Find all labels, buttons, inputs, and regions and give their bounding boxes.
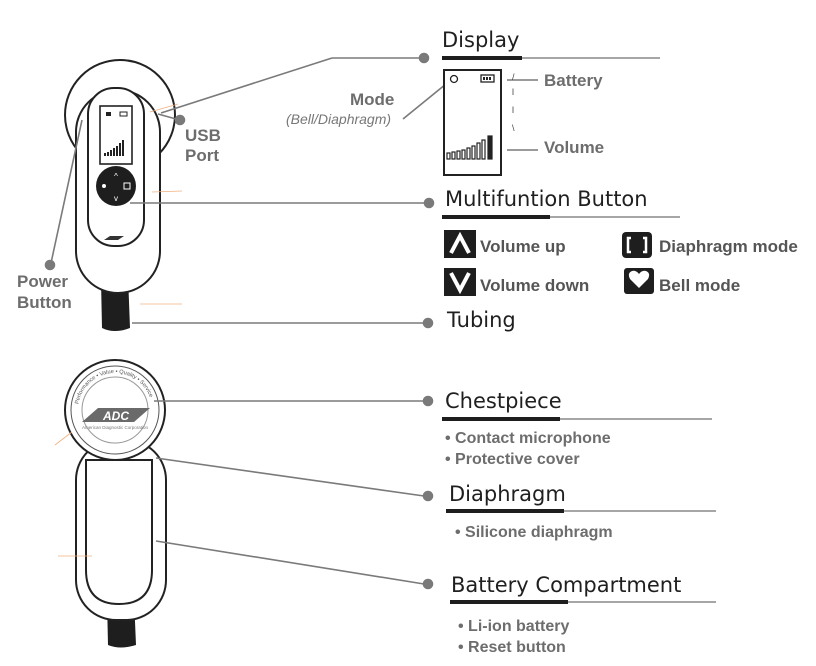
- svg-text:\: \: [512, 123, 515, 133]
- list-item: Li-ion battery: [458, 616, 569, 637]
- battery-compartment-cover: [85, 459, 153, 606]
- multifunction-button[interactable]: [96, 166, 136, 206]
- list-item: Protective cover: [445, 449, 611, 470]
- list-item: Reset button: [458, 637, 569, 658]
- volume-bars-icon: [446, 135, 493, 160]
- svg-text:v: v: [114, 194, 118, 203]
- callout-battery: Battery: [544, 71, 603, 90]
- callout-button: Button: [17, 293, 72, 312]
- legend-volume-up: Volume up: [480, 237, 566, 256]
- mode-indicator-icon: [449, 74, 459, 84]
- callout-port: Port: [185, 146, 219, 165]
- legend-volume-down: Volume down: [480, 276, 590, 295]
- leader-lines: [44, 52, 538, 590]
- callout-volume: Volume: [544, 138, 605, 157]
- legend-bell-mode: Bell mode: [659, 276, 741, 295]
- stethoscope-front-view: ^ v: [64, 59, 176, 331]
- heading-diaphragm: Diaphragm: [449, 482, 566, 506]
- diaphragm-list: Silicone diaphragm: [455, 522, 613, 543]
- heading-battery-compartment: Battery Compartment: [451, 573, 682, 597]
- callout-usb: USB: [185, 126, 221, 145]
- svg-text:^: ^: [114, 172, 118, 181]
- svg-text:l: l: [512, 87, 514, 97]
- callout-power: Power: [17, 272, 69, 291]
- heading-multifunction: Multifuntion Button: [445, 187, 648, 211]
- battery-icon: [480, 74, 495, 83]
- heading-underlines: [442, 56, 716, 604]
- callout-mode: Mode: [350, 90, 395, 109]
- list-item: Silicone diaphragm: [455, 522, 613, 543]
- svg-text:ADC: ADC: [102, 409, 129, 423]
- svg-text:American Diagnostic Corporatio: American Diagnostic Corporation: [82, 425, 149, 430]
- svg-text:/: /: [512, 72, 515, 82]
- stethoscope-back-view: ADC Performance • Value • Quality • Serv…: [64, 359, 167, 648]
- list-item: Contact microphone: [445, 428, 611, 449]
- legend-diaphragm-mode: Diaphragm mode: [659, 237, 798, 256]
- diaphragm-mode-icon: [622, 232, 652, 258]
- heading-tubing: Tubing: [447, 308, 516, 332]
- chestpiece-list: Contact microphone Protective cover: [445, 428, 611, 470]
- battery-list: Li-ion battery Reset button: [458, 616, 569, 658]
- adc-logo-small: [104, 236, 124, 240]
- svg-text:l: l: [512, 105, 514, 115]
- display-panel: / ll \: [443, 69, 515, 176]
- callout-mode-sub: (Bell/Diaphragm): [286, 111, 392, 127]
- legend-icons: [444, 230, 654, 296]
- heading-display: Display: [442, 28, 520, 52]
- adc-logo: [82, 408, 150, 422]
- heading-chestpiece: Chestpiece: [445, 389, 562, 413]
